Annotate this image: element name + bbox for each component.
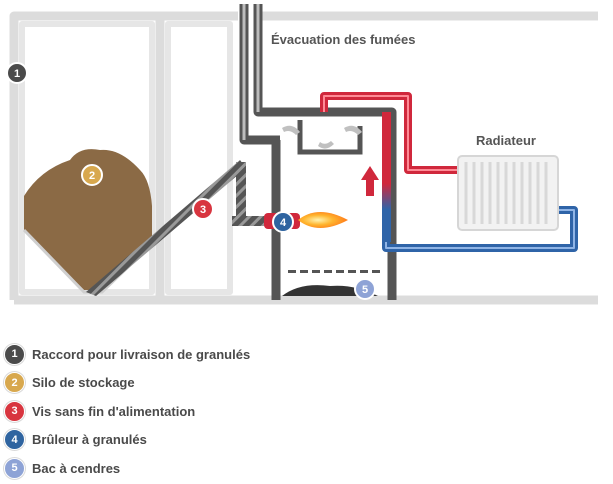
badge-4: 4 [272,211,294,233]
legend-item: 3 Vis sans fin d'alimentation [4,397,250,426]
hot-pipe-highlight [323,95,462,171]
badge-3: 3 [192,198,214,220]
legend-badge-2: 2 [4,372,25,394]
badge-5-number: 5 [362,284,368,296]
legend-badge-5: 5 [4,457,25,479]
smoke-swirls [282,125,362,149]
ash-pile [282,285,378,296]
legend-text: Brûleur à granulés [32,432,147,448]
radiator [457,155,559,231]
legend-item: 2 Silo de stockage [4,369,250,398]
badge-1: 1 [6,62,28,84]
legend-text: Raccord pour livraison de granulés [32,346,251,362]
legend: 1 Raccord pour livraison de granulés 2 S… [4,340,250,483]
badge-1-number: 1 [14,68,20,80]
flame [298,212,348,228]
legend-badge-1: 1 [4,343,25,365]
building-walls [9,11,598,305]
boiler-water-gradient [382,112,391,242]
legend-item: 1 Raccord pour livraison de granulés [4,340,250,369]
badge-4-number: 4 [280,217,287,229]
fumes-label: Évacuation des fumées [271,32,416,47]
badge-3-number: 3 [200,204,206,216]
heating-system-diagram: Évacuation des fumées Radiateur 1 2 3 4 … [6,4,598,305]
legend-text: Silo de stockage [32,375,135,391]
chimney-inner [242,4,260,140]
badge-2-number: 2 [89,170,95,182]
badge-5: 5 [354,278,376,300]
legend-item: 5 Bac à cendres [4,454,250,483]
legend-badge-3: 3 [4,400,25,422]
up-arrow-icon [361,166,379,196]
radiator-label: Radiateur [476,133,536,148]
grate [288,270,380,273]
legend-item: 4 Brûleur à granulés [4,426,250,455]
pellet-silo [24,149,152,290]
auger-lower [86,160,246,296]
legend-text: Vis sans fin d'alimentation [32,403,196,419]
boiler-baffle [297,120,363,155]
auger-horizontal [232,216,276,226]
legend-badge-4: 4 [4,429,25,451]
legend-text: Bac à cendres [32,460,121,476]
badge-2: 2 [81,164,103,186]
auger-feed [236,162,246,224]
